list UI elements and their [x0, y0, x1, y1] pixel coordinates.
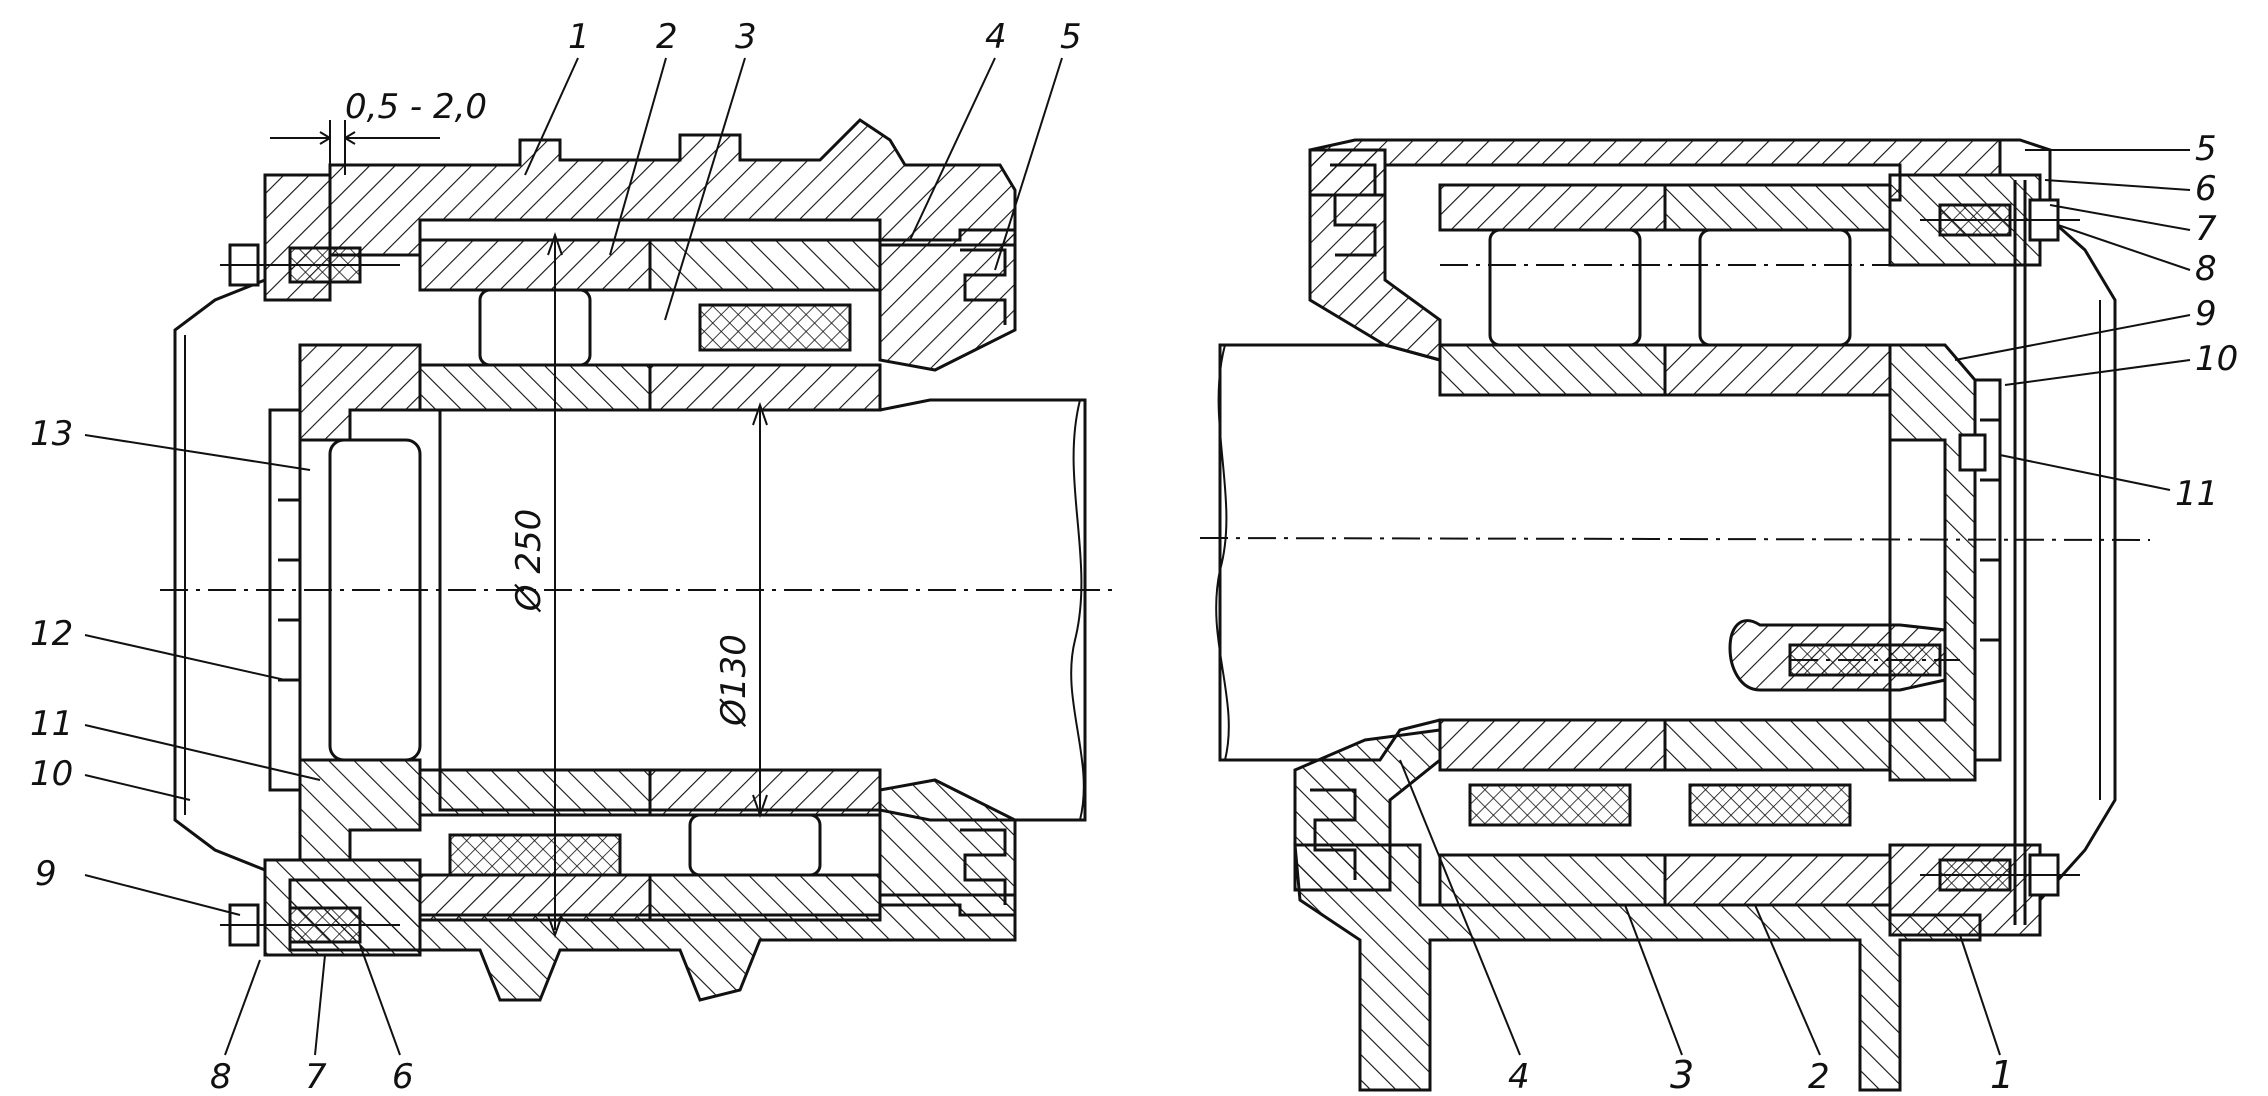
left-shaft [438, 398, 1087, 822]
right-label-11: 11 [2175, 474, 2218, 514]
right-leaders [1399, 149, 2191, 1056]
left-section-view: Ø 250 Ø130 0,5 - 2,0 1 2 3 4 5 13 12 11 … [30, 17, 1120, 1096]
left-outer-ring-bottom-a [418, 873, 652, 922]
right-outer-ring-top-b [1663, 183, 1892, 232]
right-label-3: 3 [1670, 1053, 1694, 1096]
right-inner-ring-bottom-a [1438, 718, 1667, 772]
left-bolt-top [220, 243, 400, 287]
left-roller-top-a [478, 288, 592, 367]
left-label-1: 1 [568, 17, 590, 57]
left-bolt-bottom [220, 903, 400, 947]
left-inner-ring-bottom-b [648, 768, 882, 817]
left-nut-top [298, 343, 422, 442]
right-roller-top-b [1698, 228, 1852, 347]
left-label-6: 6 [392, 1057, 414, 1096]
right-labels: 5 6 7 8 9 10 11 4 3 2 1 [1508, 129, 2238, 1096]
left-housing-top [328, 118, 1017, 257]
left-label-8: 8 [210, 1057, 232, 1096]
right-center-line [1199, 537, 2151, 541]
right-label-6: 6 [2195, 169, 2217, 209]
left-outer-ring-bottom-b [648, 873, 882, 922]
right-label-10: 10 [2195, 339, 2238, 379]
right-label-4: 4 [1508, 1057, 1530, 1096]
left-label-11: 11 [30, 704, 73, 744]
left-label-4: 4 [985, 17, 1007, 57]
left-roller-top-b [698, 303, 852, 352]
dim-gap: 0,5 - 2,0 [345, 87, 487, 127]
left-label-3: 3 [735, 17, 757, 57]
left-label-12: 12 [30, 614, 73, 654]
right-bolt-top [1920, 198, 2080, 242]
left-leaders [84, 57, 1063, 1056]
right-outer-ring-bottom-a [1438, 853, 1667, 907]
right-roller-bottom-b [1688, 783, 1852, 827]
right-label-9: 9 [2195, 294, 2217, 334]
left-lock-plate [268, 408, 302, 792]
left-roller-bottom-b [688, 813, 822, 877]
right-label-7: 7 [2195, 209, 2217, 249]
left-roller-bottom-a [448, 833, 622, 877]
right-inner-ring-bottom-b [1663, 718, 1892, 772]
left-label-2: 2 [656, 17, 678, 57]
right-outer-ring-bottom-b [1663, 853, 1892, 907]
left-seal-bottom [878, 778, 1017, 917]
right-lock-plate [1975, 378, 2002, 762]
right-label-8: 8 [2195, 249, 2217, 289]
left-label-5: 5 [1060, 17, 1082, 57]
left-seal-top [878, 228, 1017, 372]
left-inner-ring-top-a [418, 363, 652, 412]
right-label-1: 1 [1990, 1053, 2014, 1096]
right-outer-ring-top-a [1438, 183, 1667, 232]
left-label-13: 13 [30, 414, 73, 454]
right-label-2: 2 [1808, 1057, 1830, 1096]
left-outer-ring-top-a [418, 238, 652, 292]
right-roller-top-a [1488, 228, 1642, 347]
right-end-cap [1888, 343, 1977, 782]
dim-outer-diameter: Ø 250 [509, 509, 549, 613]
left-labels: 1 2 3 4 5 13 12 11 10 9 8 7 6 [30, 17, 1082, 1096]
dim-inner-diameter: Ø130 [714, 634, 754, 728]
right-bolt-bottom [1920, 853, 2080, 897]
left-label-10: 10 [30, 754, 73, 794]
left-lock-washer [328, 438, 422, 762]
right-inner-ring-top-a [1438, 343, 1667, 397]
right-end-cover [2038, 208, 2117, 902]
right-shaft [1218, 343, 1892, 762]
right-inner-ring-top-b [1663, 343, 1892, 397]
left-end-cover [173, 278, 266, 872]
left-label-9: 9 [35, 854, 57, 894]
right-roller-bottom-a [1468, 783, 1632, 827]
left-inner-ring-top-b [648, 363, 882, 412]
right-label-5: 5 [2195, 129, 2217, 169]
right-section-view: 5 6 7 8 9 10 11 4 3 2 1 [1199, 129, 2238, 1096]
left-label-7: 7 [305, 1057, 327, 1096]
left-inner-ring-bottom-a [418, 768, 652, 817]
left-nut-bottom [298, 758, 422, 862]
left-outer-ring-top-b [648, 238, 882, 292]
